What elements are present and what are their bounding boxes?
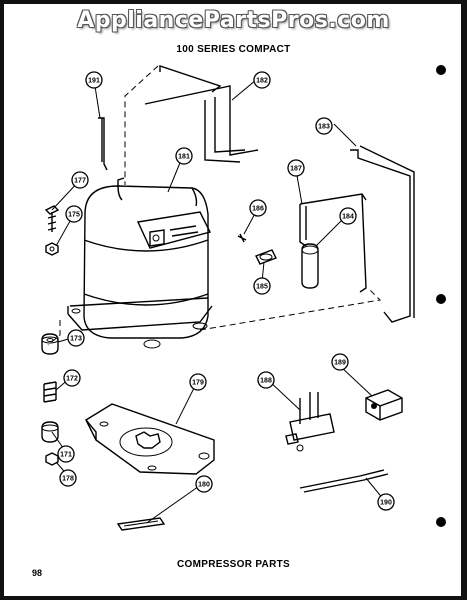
callout-179: 179 [189, 373, 207, 391]
part-182-bracket [144, 65, 259, 163]
svg-text:191: 191 [88, 78, 100, 85]
callout-188: 188 [257, 371, 275, 389]
part-188-terminal-assembly [285, 392, 335, 452]
callout-173: 173 [67, 329, 85, 347]
part-191-tube [98, 117, 108, 171]
diagram-title: 100 SERIES COMPACT [176, 44, 291, 55]
svg-text:179: 179 [192, 380, 204, 387]
watermark: AppliancePartsPros.com [77, 8, 390, 33]
callout-177: 177 [71, 171, 89, 189]
callout-187: 187 [287, 159, 305, 177]
svg-text:190: 190 [380, 500, 392, 507]
svg-text:184: 184 [342, 214, 354, 221]
svg-text:180: 180 [198, 482, 210, 489]
svg-text:178: 178 [62, 476, 74, 483]
svg-text:188: 188 [260, 378, 272, 385]
svg-text:185: 185 [256, 284, 268, 291]
binder-hole [436, 294, 446, 304]
part-185-clip [255, 249, 277, 265]
svg-text:171: 171 [60, 452, 72, 459]
svg-text:172: 172 [66, 376, 78, 383]
callout-191: 191 [85, 71, 103, 89]
svg-text:186: 186 [252, 206, 264, 213]
callout-bubbles: 191 182 181 183 177 175 186 187 184 185 … [57, 71, 395, 511]
svg-text:181: 181 [178, 154, 190, 161]
callout-190: 190 [377, 493, 395, 511]
part-184-capacitor [301, 243, 319, 289]
callout-175: 175 [65, 205, 83, 223]
part-190-wire-harness [299, 469, 389, 493]
diagram-caption: COMPRESSOR PARTS [177, 559, 290, 570]
callout-180: 180 [195, 475, 213, 493]
binder-hole [436, 65, 446, 75]
svg-text:175: 175 [68, 212, 80, 219]
svg-text:173: 173 [70, 336, 82, 343]
part-181-compressor [67, 177, 213, 349]
part-183-bracket [350, 145, 415, 323]
assembly-guide [199, 289, 382, 331]
part-173-grommet [41, 333, 59, 355]
callout-189: 189 [331, 353, 349, 371]
part-179-base-plate [85, 403, 215, 475]
assembly-guide [124, 65, 159, 185]
part-178-nut [45, 452, 59, 466]
binder-hole [436, 517, 446, 527]
callout-185: 185 [253, 277, 271, 295]
callout-172: 172 [63, 369, 81, 387]
part-172-spring [43, 381, 57, 403]
part-171-grommet [41, 421, 59, 443]
part-175-nut [45, 242, 59, 256]
callout-183: 183 [315, 117, 333, 135]
svg-text:183: 183 [318, 124, 330, 131]
part-186-screw [237, 233, 247, 243]
callout-186: 186 [249, 199, 267, 217]
callout-182: 182 [253, 71, 271, 89]
callout-184: 184 [339, 207, 357, 225]
part-189-relay [365, 389, 403, 421]
part-177-bolt [44, 205, 60, 232]
svg-text:189: 189 [334, 360, 346, 367]
page-number: 98 [32, 568, 43, 578]
svg-text:177: 177 [74, 178, 86, 185]
callout-178: 178 [59, 469, 77, 487]
part-180-strap [116, 517, 166, 531]
svg-text:182: 182 [256, 78, 268, 85]
svg-text:187: 187 [290, 166, 302, 173]
callout-171: 171 [57, 445, 75, 463]
callout-181: 181 [175, 147, 193, 165]
part-187-bracket [299, 193, 367, 293]
